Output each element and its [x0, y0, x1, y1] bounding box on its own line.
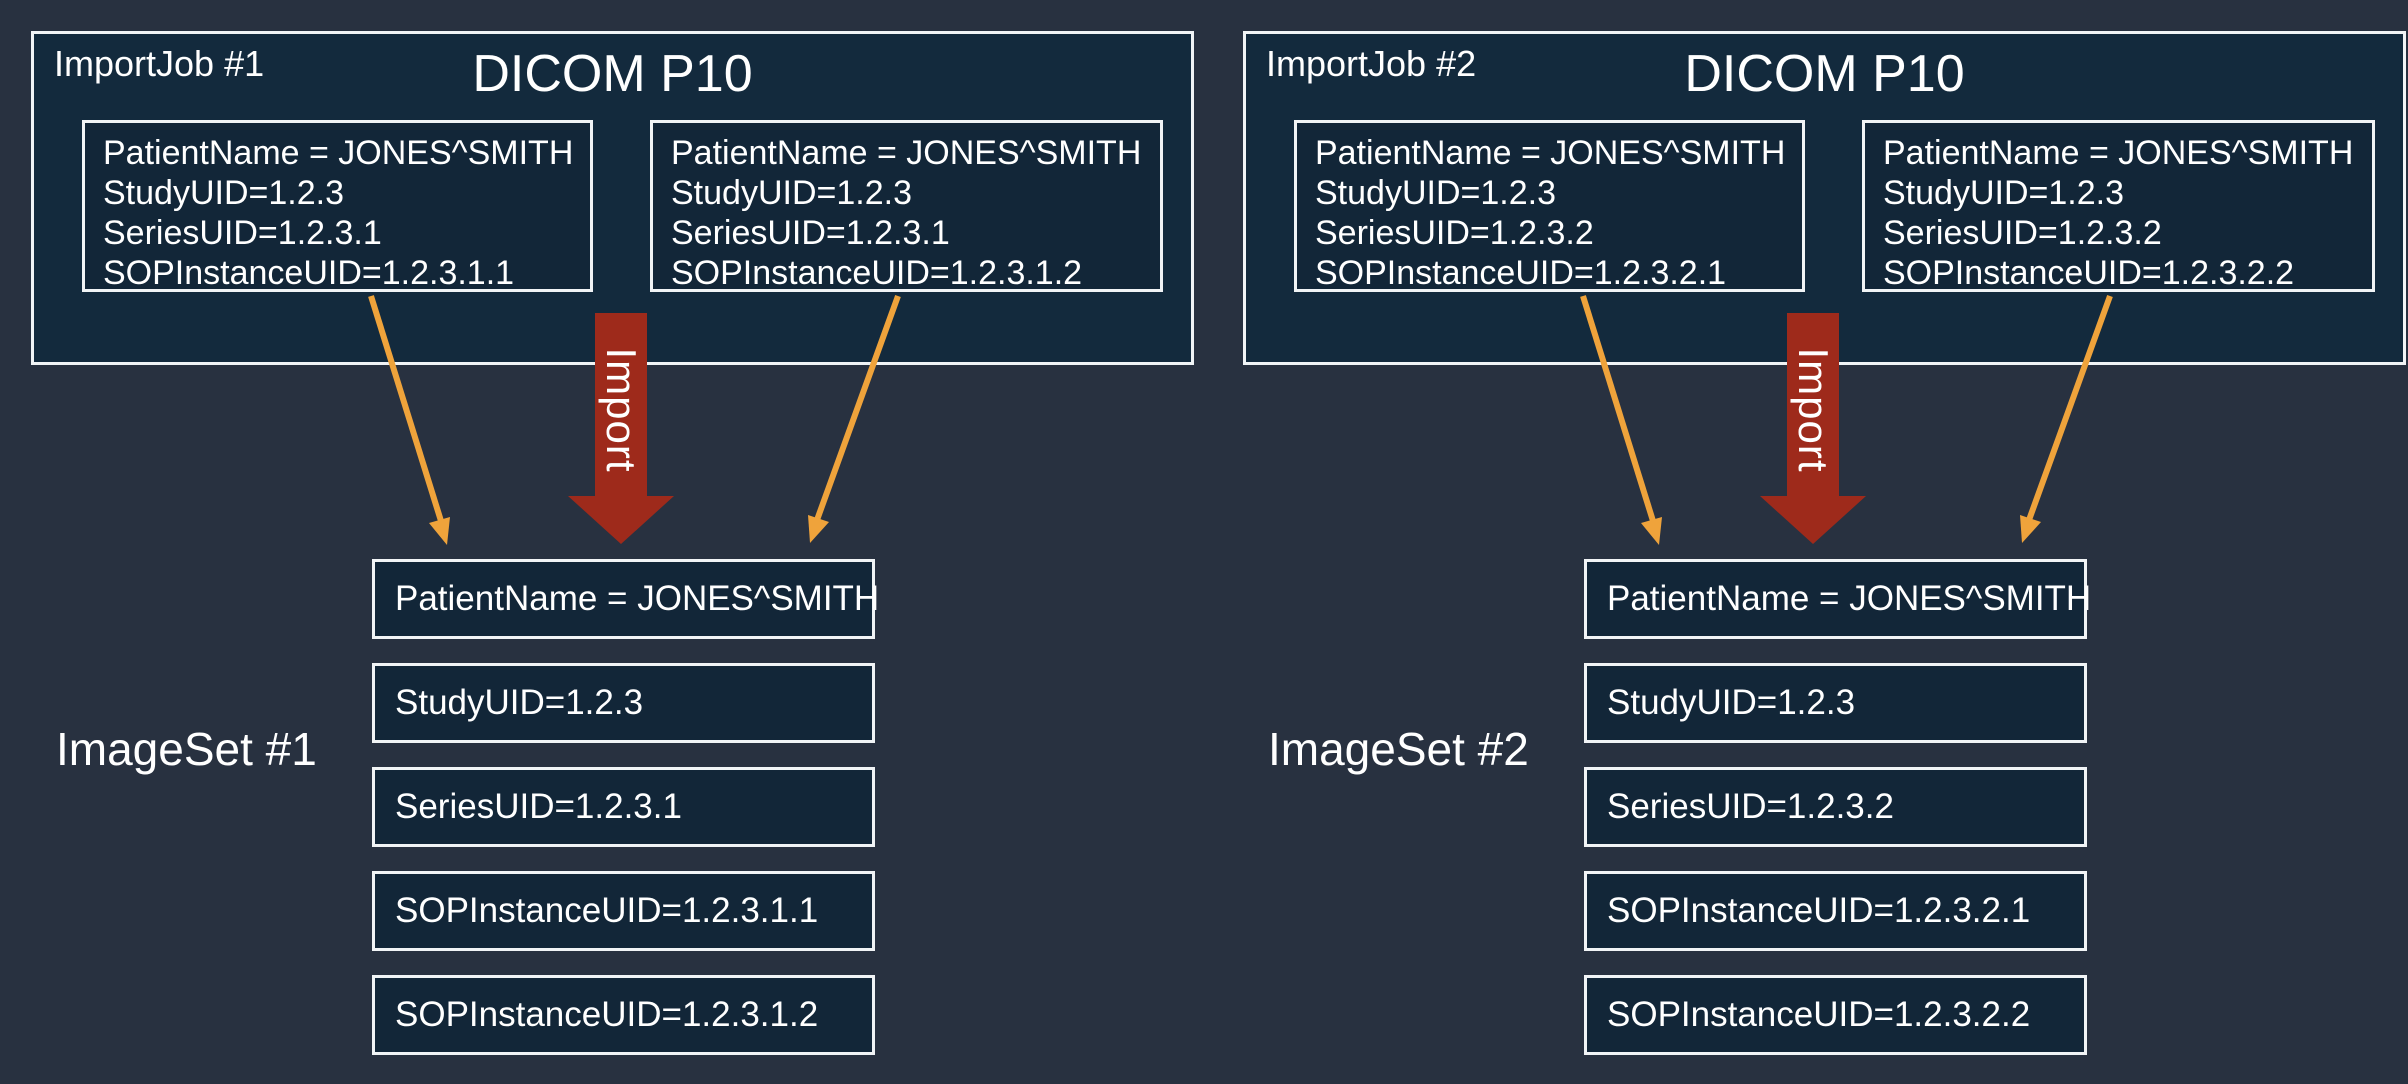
- importjob-label: ImportJob #2: [1266, 43, 1477, 84]
- dicom-p10-title: DICOM P10: [472, 45, 753, 103]
- dicom-attribute-line: SOPInstanceUID=1.2.3.2.1: [1315, 254, 1727, 292]
- dicom-attribute-line: SOPInstanceUID=1.2.3.2.2: [1883, 254, 2295, 292]
- dicom-attribute-line: PatientName = JONES^SMITH: [1883, 134, 2354, 172]
- dicom-attribute-line: SeriesUID=1.2.3.2: [1883, 214, 2162, 252]
- importjob-label: ImportJob #1: [54, 43, 265, 84]
- imageset-attribute-box: SOPInstanceUID=1.2.3.2.1: [1584, 871, 2087, 951]
- dicom-attribute-line: StudyUID=1.2.3: [1883, 174, 2124, 212]
- dicom-attribute-line: PatientName = JONES^SMITH: [103, 134, 574, 172]
- dicom-attribute-line: SeriesUID=1.2.3.2: [1315, 214, 1594, 252]
- dicom-instance-box: PatientName = JONES^SMITH StudyUID=1.2.3…: [82, 120, 593, 292]
- importjob1-section: ImportJob #1 DICOM P10 PatientName = JON…: [31, 31, 1194, 1055]
- imageset-label: ImageSet #1: [56, 723, 317, 775]
- imageset-attribute-box: SOPInstanceUID=1.2.3.2.2: [1584, 975, 2087, 1055]
- dicom-attribute-line: SeriesUID=1.2.3.1: [671, 214, 950, 252]
- imageset-attribute-box: SeriesUID=1.2.3.2: [1584, 767, 2087, 847]
- imageset-attribute-box: PatientName = JONES^SMITH: [1584, 559, 2091, 639]
- dicom-attribute-line: SOPInstanceUID=1.2.3.1.2: [671, 254, 1083, 292]
- dicom-attribute-line: SOPInstanceUID=1.2.3.1.1: [103, 254, 515, 292]
- importjob2-section: ImportJob #2 DICOM P10 PatientName = JON…: [1212, 0, 2408, 1084]
- imageset-label: ImageSet #2: [1268, 723, 1529, 775]
- imageset-attribute-box: PatientName = JONES^SMITH: [372, 559, 879, 639]
- imageset-attribute-box: StudyUID=1.2.3: [1584, 663, 2087, 743]
- imageset-stack: PatientName = JONES^SMITH StudyUID=1.2.3…: [372, 559, 879, 1055]
- dicom-attribute-line: SeriesUID=1.2.3.1: [103, 214, 382, 252]
- dicom-attribute-line: PatientName = JONES^SMITH: [671, 134, 1142, 172]
- imageset-attribute-box: SOPInstanceUID=1.2.3.1.1: [372, 871, 875, 951]
- imageset-attribute-box: SOPInstanceUID=1.2.3.1.2: [372, 975, 875, 1055]
- dicom-attribute-line: StudyUID=1.2.3: [103, 174, 344, 212]
- dicom-p10-title: DICOM P10: [1684, 45, 1965, 103]
- dicom-instance-box: PatientName = JONES^SMITH StudyUID=1.2.3…: [1294, 120, 1805, 292]
- dicom-attribute-line: PatientName = JONES^SMITH: [1315, 134, 1786, 172]
- imageset-attribute-box: StudyUID=1.2.3: [372, 663, 875, 743]
- dicom-p10-box-1: ImportJob #1 DICOM P10 PatientName = JON…: [31, 31, 1194, 365]
- dicom-instance-box: PatientName = JONES^SMITH StudyUID=1.2.3…: [1862, 120, 2375, 292]
- imageset-attribute-box: SeriesUID=1.2.3.1: [372, 767, 875, 847]
- dicom-p10-box-2: ImportJob #2 DICOM P10 PatientName = JON…: [1243, 31, 2406, 365]
- dicom-attribute-line: StudyUID=1.2.3: [1315, 174, 1556, 212]
- imageset-stack: PatientName = JONES^SMITH StudyUID=1.2.3…: [1584, 559, 2091, 1055]
- dicom-attribute-line: StudyUID=1.2.3: [671, 174, 912, 212]
- dicom-instance-box: PatientName = JONES^SMITH StudyUID=1.2.3…: [650, 120, 1163, 292]
